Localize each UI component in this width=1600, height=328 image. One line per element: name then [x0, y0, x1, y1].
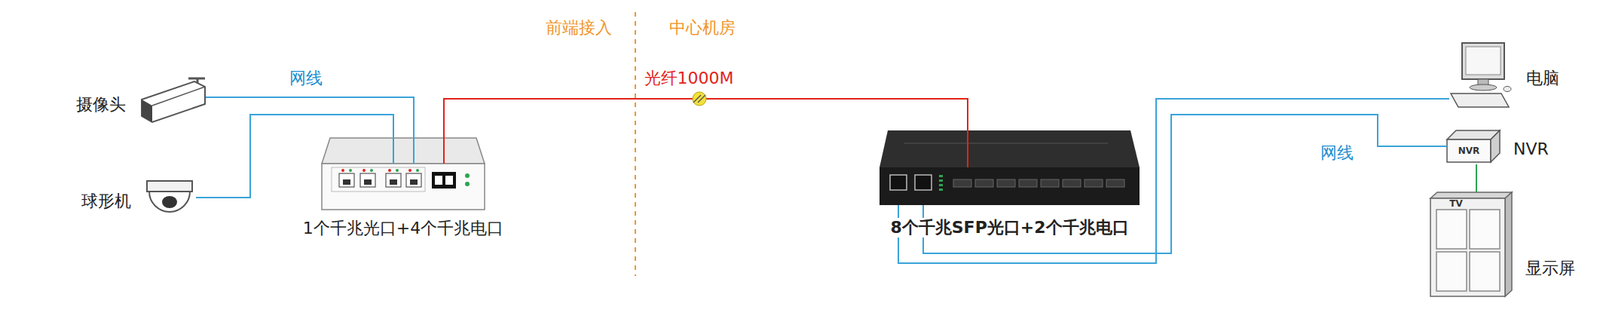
fiber-switch-icon — [321, 137, 485, 210]
computer-node: 电脑 — [1449, 41, 1513, 114]
node-label: 8个千兆SFP光口+2个千兆电口 — [887, 217, 1132, 238]
camera-icon — [141, 78, 205, 123]
cable-connector — [443, 98, 968, 168]
dome-camera-node: 球形机 — [143, 177, 196, 227]
switch-node: 8个千兆SFP光口+2个千兆电口 — [879, 167, 1140, 205]
cable-connector — [1475, 164, 1478, 193]
sfp-switch-icon — [879, 130, 1140, 205]
node-label: 显示屏 — [1525, 258, 1576, 279]
cable-connector — [195, 114, 394, 198]
zone-label: 中心机房 — [669, 18, 736, 38]
camera-node: 摄像头 — [137, 75, 206, 135]
fiber-symbol — [692, 91, 707, 106]
node-label: 球形机 — [81, 191, 132, 212]
dome-camera-icon — [146, 180, 193, 212]
divider-line — [634, 12, 637, 276]
node-label: 摄像头 — [76, 94, 126, 115]
nvr-icon — [1447, 130, 1500, 163]
display-node: 显示屏 — [1430, 192, 1512, 298]
edge-label: 光纤1000M — [642, 68, 737, 89]
cable-label: 网线 — [1320, 143, 1354, 163]
node-label: 1个千兆光口+4个千兆电口 — [302, 218, 504, 239]
display-wall-icon — [1430, 192, 1512, 297]
zone-label: 前端接入 — [545, 18, 612, 38]
cable-label: 网线 — [289, 68, 323, 89]
device-marking: TV — [1449, 198, 1463, 209]
switch-node: 1个千兆光口+4个千兆电口 — [321, 163, 485, 210]
node-label: 电脑 — [1526, 68, 1560, 89]
cable-connector — [205, 97, 414, 164]
device-marking: NVR — [1458, 145, 1481, 157]
node-label: NVR — [1513, 139, 1549, 160]
cable-connector — [898, 98, 1450, 264]
computer-icon — [1450, 42, 1512, 108]
